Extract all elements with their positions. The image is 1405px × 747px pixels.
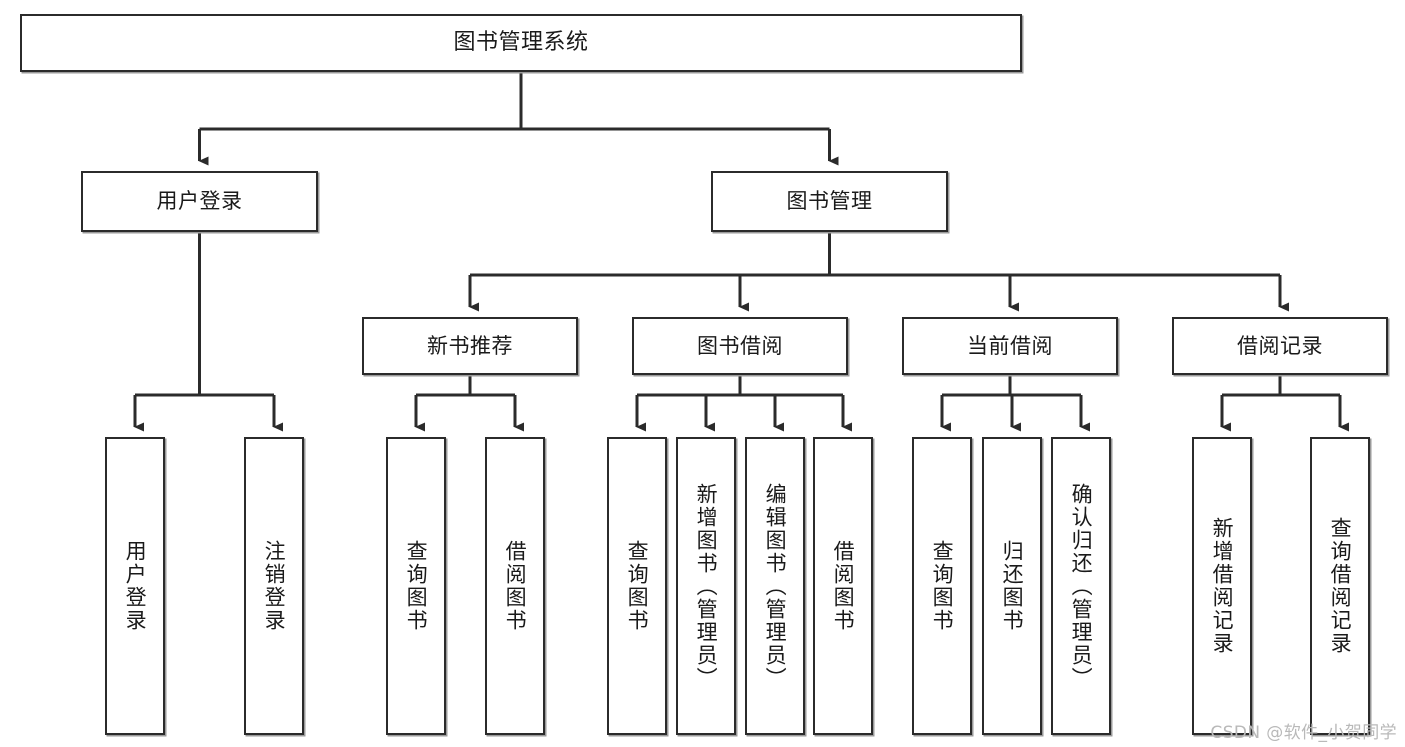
node-current[interactable]: 当前借阅 xyxy=(902,317,1118,375)
node-bookmgmt[interactable]: 图书管理 xyxy=(711,171,948,232)
node-l12[interactable]: 新增借阅记录 xyxy=(1192,437,1252,735)
node-label: 归还图书 xyxy=(1000,540,1025,632)
node-l1[interactable]: 用户登录 xyxy=(105,437,165,735)
node-borrow[interactable]: 图书借阅 xyxy=(632,317,848,375)
node-label: 借阅图书 xyxy=(503,540,528,632)
node-label: 用户登录 xyxy=(156,189,243,214)
node-label: 查询借阅记录 xyxy=(1328,517,1353,655)
node-records[interactable]: 借阅记录 xyxy=(1172,317,1388,375)
node-l6[interactable]: 新增图书（管理员） xyxy=(676,437,736,735)
node-label: 查询图书 xyxy=(404,540,429,632)
node-l9[interactable]: 查询图书 xyxy=(912,437,972,735)
node-label: 查询图书 xyxy=(930,540,955,632)
node-root[interactable]: 图书管理系统 xyxy=(20,14,1022,72)
node-label: 图书管理 xyxy=(786,189,873,214)
node-l3[interactable]: 查询图书 xyxy=(386,437,446,735)
node-l4[interactable]: 借阅图书 xyxy=(485,437,545,735)
node-l11[interactable]: 确认归还（管理员） xyxy=(1051,437,1111,735)
node-label: 图书管理系统 xyxy=(453,30,589,56)
node-label: 图书借阅 xyxy=(697,333,783,358)
node-login[interactable]: 用户登录 xyxy=(81,171,318,232)
node-label: 查询图书 xyxy=(625,540,650,632)
node-l8[interactable]: 借阅图书 xyxy=(813,437,873,735)
node-label: 当前借阅 xyxy=(967,333,1053,358)
node-l2[interactable]: 注销登录 xyxy=(244,437,304,735)
node-label: 用户登录 xyxy=(123,540,148,632)
node-label: 借阅记录 xyxy=(1237,333,1323,358)
node-l13[interactable]: 查询借阅记录 xyxy=(1310,437,1370,735)
node-label: 编辑图书（管理员） xyxy=(763,482,788,690)
node-label: 新书推荐 xyxy=(427,333,513,358)
node-label: 借阅图书 xyxy=(831,540,856,632)
node-l10[interactable]: 归还图书 xyxy=(982,437,1042,735)
node-label: 新增图书（管理员） xyxy=(694,482,719,690)
node-l5[interactable]: 查询图书 xyxy=(607,437,667,735)
node-label: 新增借阅记录 xyxy=(1210,517,1235,655)
node-newbook[interactable]: 新书推荐 xyxy=(362,317,578,375)
node-label: 确认归还（管理员） xyxy=(1069,482,1094,690)
node-l7[interactable]: 编辑图书（管理员） xyxy=(745,437,805,735)
node-label: 注销登录 xyxy=(262,540,287,632)
